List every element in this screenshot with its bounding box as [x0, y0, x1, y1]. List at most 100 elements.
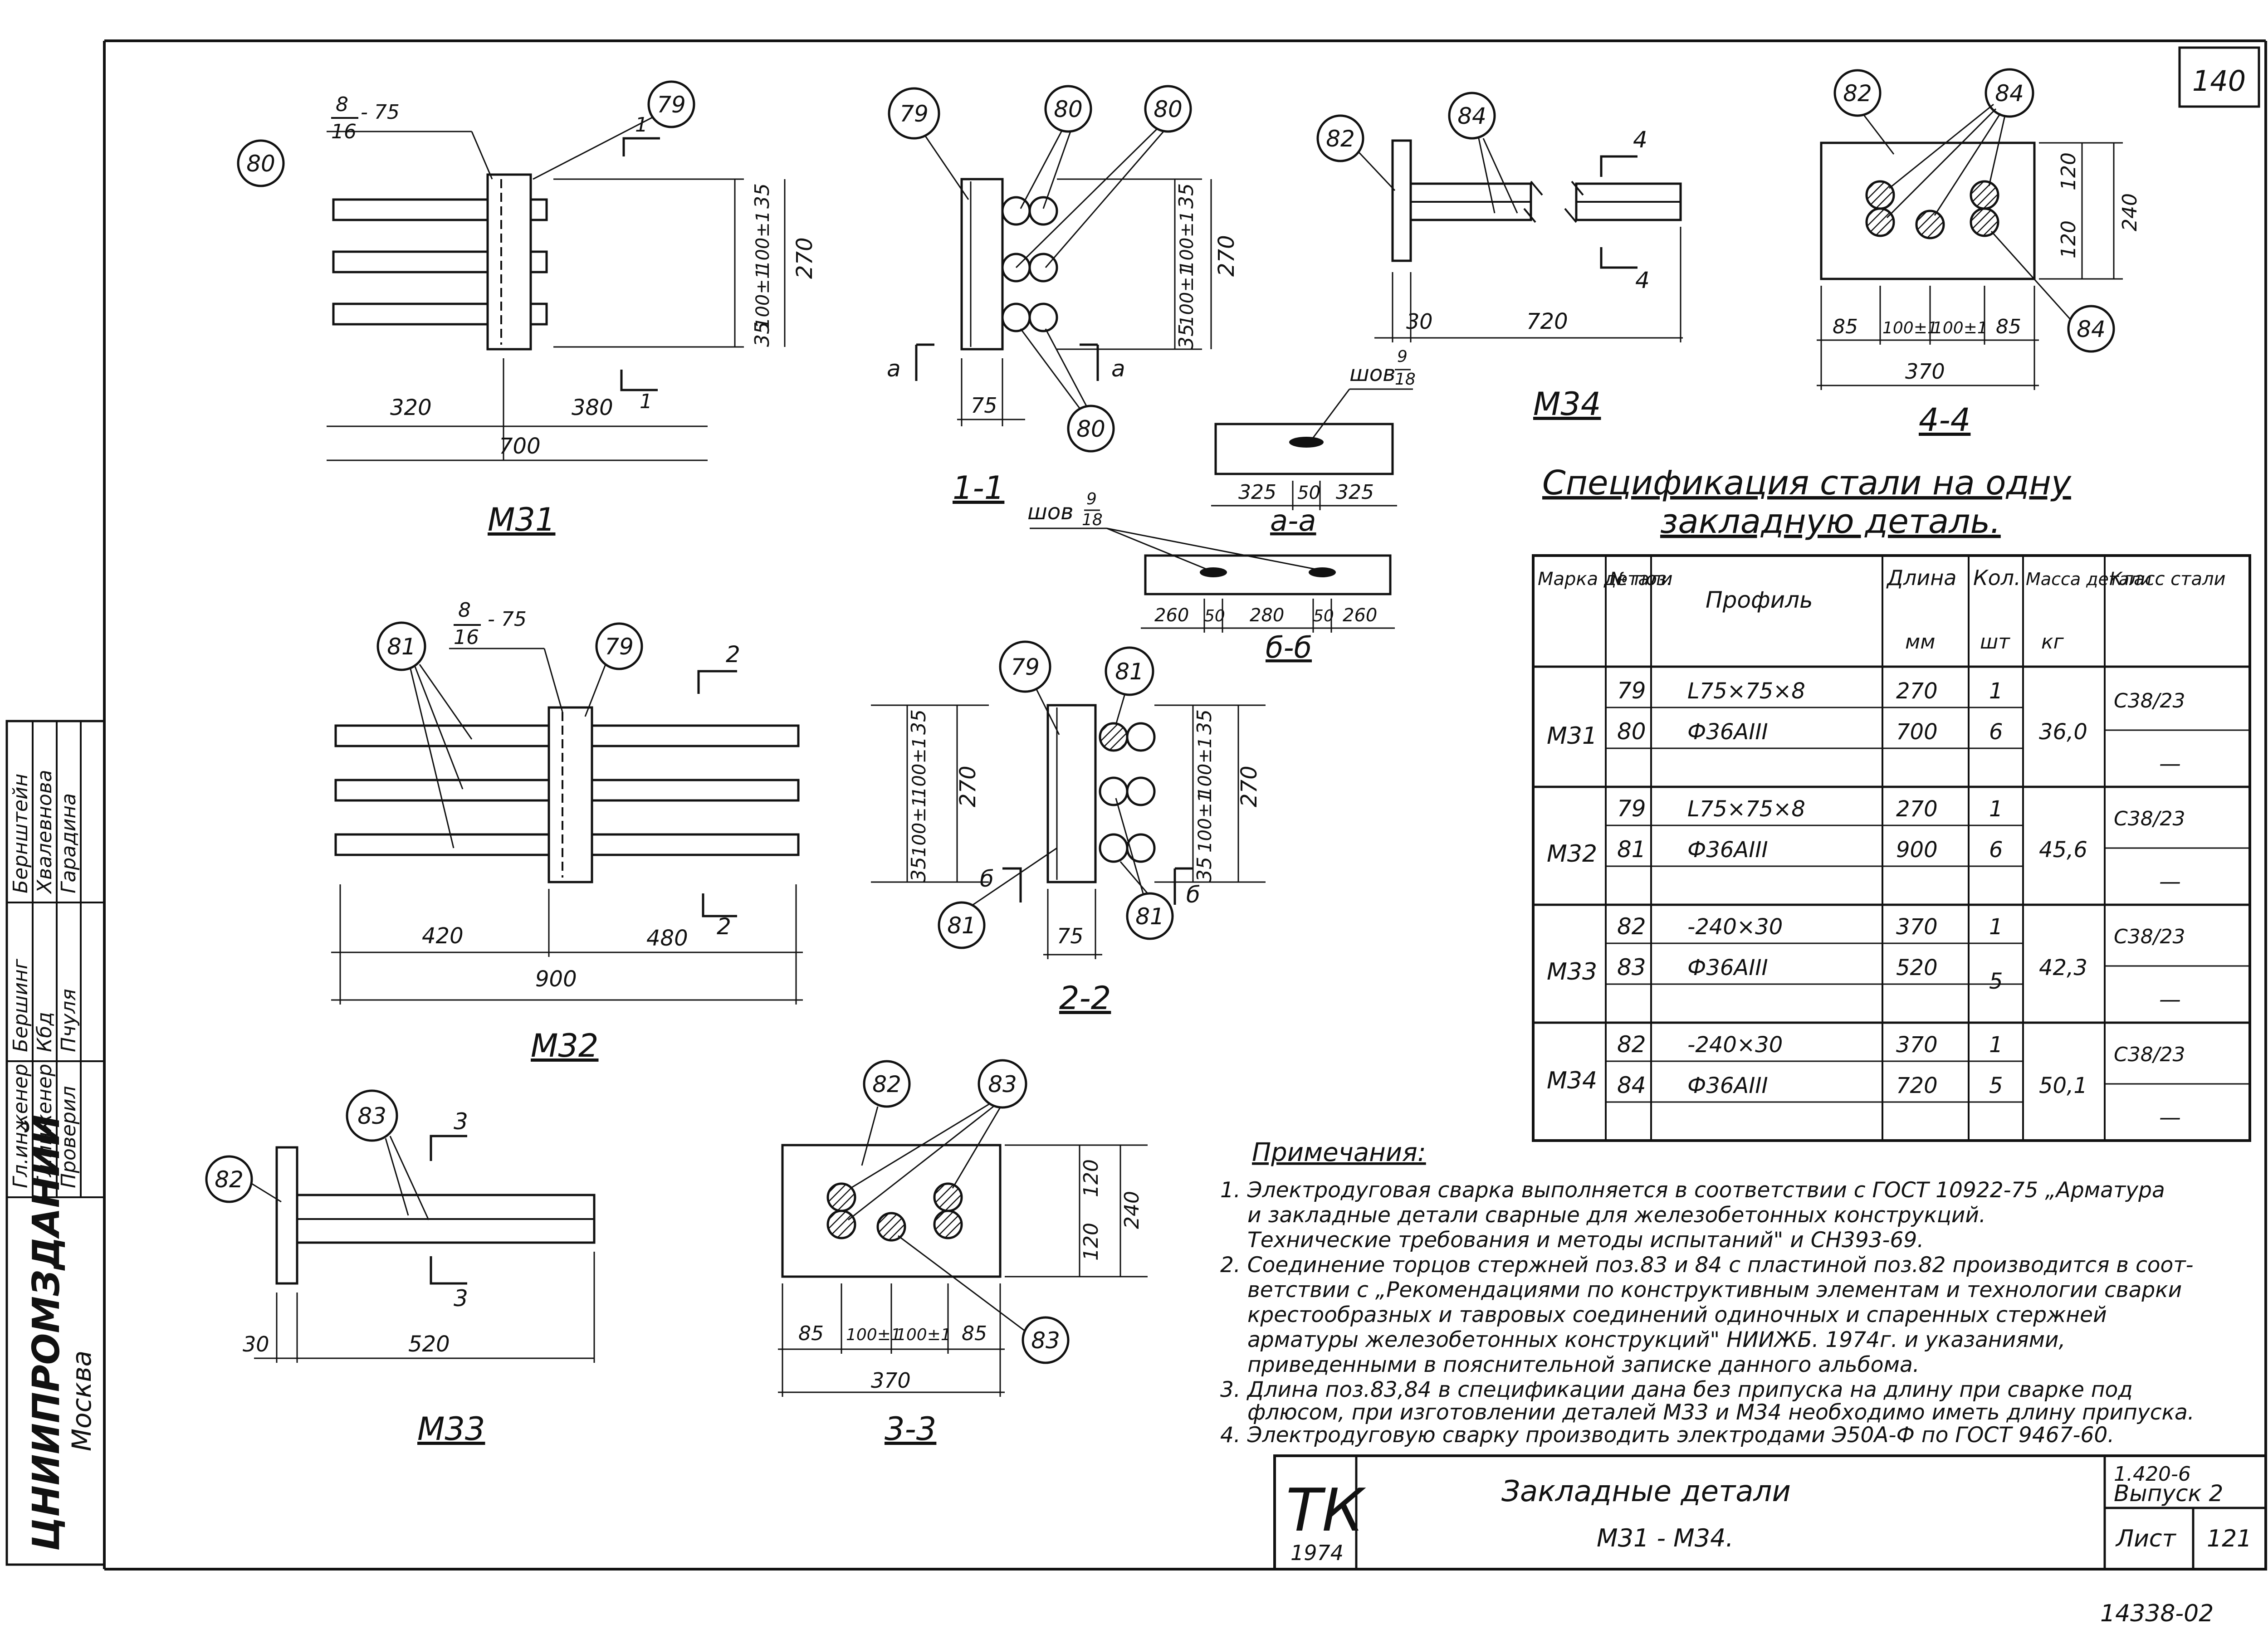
spec-m33-qty1: 1	[1989, 914, 2003, 940]
spec-m33-mark: М33	[1547, 958, 1597, 985]
spec-m31-steel1: С38/23	[2114, 689, 2185, 712]
m33-dim-30: 30	[243, 1332, 269, 1356]
s44-dim-85b: 85	[1996, 315, 2021, 338]
s11-callout-80a: 80	[1054, 96, 1083, 122]
s33-dim-85b: 85	[962, 1322, 987, 1345]
s44-dim-100a: 100±1	[1882, 319, 1938, 337]
spec-header-profile: Профиль	[1706, 587, 1813, 613]
sheet-number: 140	[2192, 64, 2246, 98]
bb-seam-bot: 18	[1082, 511, 1103, 529]
vertical-stamp: Гл.инженер Гл.инженер Проверил Бершинг К…	[5, 720, 106, 1566]
s33-callout-83a: 83	[988, 1071, 1017, 1097]
spec-m34-qty1: 1	[1989, 1032, 2003, 1058]
spec-table: Марка детали № поз. Профиль Длина Кол. М…	[1532, 554, 2251, 1142]
s33-dim-100b: 100±1	[896, 1326, 951, 1344]
spec-m32-pos1: 79	[1617, 795, 1646, 822]
s33-callout-83b: 83	[1031, 1327, 1060, 1354]
m31-sec-1-bot: 1	[640, 390, 652, 413]
m32-weld-frac-bot: 16	[454, 626, 479, 649]
stamp-role-2: Гл.инженер	[33, 1064, 56, 1188]
s22-dim-35a: 35	[1193, 709, 1216, 735]
m32-dim-480: 480	[646, 926, 688, 951]
section-a-a: 325 50 325 шов 9 18 а-а	[1211, 347, 1416, 538]
stamp-name-2: Хвалевнова	[33, 770, 56, 894]
m32-label: М32	[531, 1027, 598, 1064]
spec-m34-len1: 370	[1896, 1032, 1938, 1058]
spec-m34-pos1: 82	[1617, 1031, 1646, 1058]
spec-m33-steel2: —	[2159, 987, 2181, 1012]
s22-label: 2-2	[1059, 980, 1111, 1017]
s11-dim-270: 270	[1214, 235, 1239, 277]
note-line-5: ветствии с „Рекомендациями по конструкти…	[1247, 1278, 2182, 1302]
s33-dim-240: 240	[1120, 1191, 1144, 1229]
m33-label: М33	[417, 1410, 485, 1448]
spec-m33-prof2: Ф36АIII	[1687, 955, 1768, 980]
stamp-role-1: Гл.инженер	[9, 1064, 32, 1188]
s44-dim-100b: 100±1	[1932, 319, 1988, 337]
stamp-role-3: Проверил	[57, 1086, 80, 1188]
spec-m34-mark: М34	[1547, 1067, 1597, 1094]
spec-m31-prof1: L75×75×8	[1687, 678, 1805, 704]
m34-dim-30: 30	[1406, 309, 1433, 334]
bb-dim-50b: 50	[1313, 607, 1334, 625]
spec-m31-pos2: 80	[1617, 718, 1646, 745]
spec-m32-steel2: —	[2159, 869, 2181, 894]
m32-sec-2-top: 2	[726, 641, 740, 668]
m33-dim-520: 520	[408, 1332, 450, 1357]
note-line-9: 3. Длина поз.83,84 в спецификации дана б…	[1220, 1377, 2133, 1402]
s11-dim-35a: 35	[1175, 183, 1198, 209]
spec-m32-steel1: С38/23	[2114, 807, 2185, 830]
spec-m34-prof1: -240×30	[1687, 1032, 1783, 1058]
section-1-1: 79 80 80 80 35 100±1 100±1 35 270 75 а а…	[887, 85, 1239, 507]
m31-weld-frac-top: 8	[336, 93, 348, 116]
bb-seam-label: шов	[1027, 499, 1074, 525]
detail-m32: 35 100±1 100±1 35 270 420 480 900 8 16 -…	[331, 599, 989, 1064]
m32-dim-270: 270	[955, 766, 981, 807]
title-issue: Выпуск 2	[2114, 1480, 2223, 1507]
aa-label: а-а	[1270, 504, 1316, 538]
s44-dim-120a: 120	[2057, 152, 2080, 190]
spec-m32-qty2: 6	[1989, 837, 2003, 863]
spec-header-qty: Кол.	[1973, 566, 2021, 590]
spec-m31-steel2: —	[2159, 751, 2181, 776]
bb-dim-50a: 50	[1204, 607, 1225, 625]
m32-dim-100a: 100±1	[909, 737, 930, 798]
note-line-1: 1. Электродуговая сварка выполняется в с…	[1220, 1178, 2165, 1203]
m34-sec-4-top: 4	[1633, 127, 1647, 153]
m32-callout-81: 81	[387, 634, 416, 660]
note-line-3: Технические требования и методы испытани…	[1247, 1228, 1924, 1253]
m31-dim-700: 700	[499, 434, 541, 459]
notes: Примечания: 1. Электродуговая сварка вып…	[1220, 1138, 2195, 1448]
spec-m34-qty2: 5	[1989, 1073, 2003, 1098]
spec-m31-qty1: 1	[1989, 678, 2003, 704]
bb-label: б-б	[1266, 631, 1312, 665]
s11-dim-100b: 100±1	[1177, 265, 1198, 327]
s11-sec-a-left: а	[887, 356, 901, 382]
spec-m32-prof2: Ф36АIII	[1687, 837, 1768, 863]
bb-dim-280: 280	[1250, 605, 1284, 626]
title-block: ТК 1974 Закладные детали М31 - М34. 1.42…	[1273, 1454, 2267, 1571]
bb-dim-260a: 260	[1154, 605, 1189, 626]
inventory-number: 14338-02	[2100, 1600, 2214, 1627]
s33-dim-120a: 120	[1080, 1159, 1103, 1197]
m32-weld-len: - 75	[488, 608, 527, 631]
spec-m32-len2: 900	[1896, 837, 1938, 863]
notes-title: Примечания:	[1252, 1138, 1426, 1167]
m32-dim-35b: 35	[907, 857, 930, 882]
aa-seam-bot: 18	[1395, 370, 1416, 389]
s33-label: 3-3	[885, 1410, 936, 1448]
s22-dim-100b: 100±1	[1195, 791, 1216, 853]
note-line-4: 2. Соединение торцов стержней поз.83 и 8…	[1220, 1253, 2194, 1278]
s22-dim-75: 75	[1057, 924, 1084, 948]
title-logo: ТК	[1286, 1476, 1366, 1545]
s11-callout-80c: 80	[1076, 416, 1105, 442]
s22-callout-79: 79	[1011, 654, 1040, 680]
spec-m31-qty2: 6	[1989, 719, 2003, 745]
s44-label: 4-4	[1919, 401, 1970, 439]
title-sheet-label: Лист	[2115, 1525, 2176, 1552]
spec-m33-prof1: -240×30	[1687, 914, 1783, 940]
m34-dim-720: 720	[1526, 309, 1568, 334]
note-line-6: крестообразных и тавровых соединений оди…	[1247, 1302, 2107, 1327]
spec-unit-mm: мм	[1905, 630, 1935, 654]
s22-callout-81a: 81	[1115, 658, 1144, 685]
